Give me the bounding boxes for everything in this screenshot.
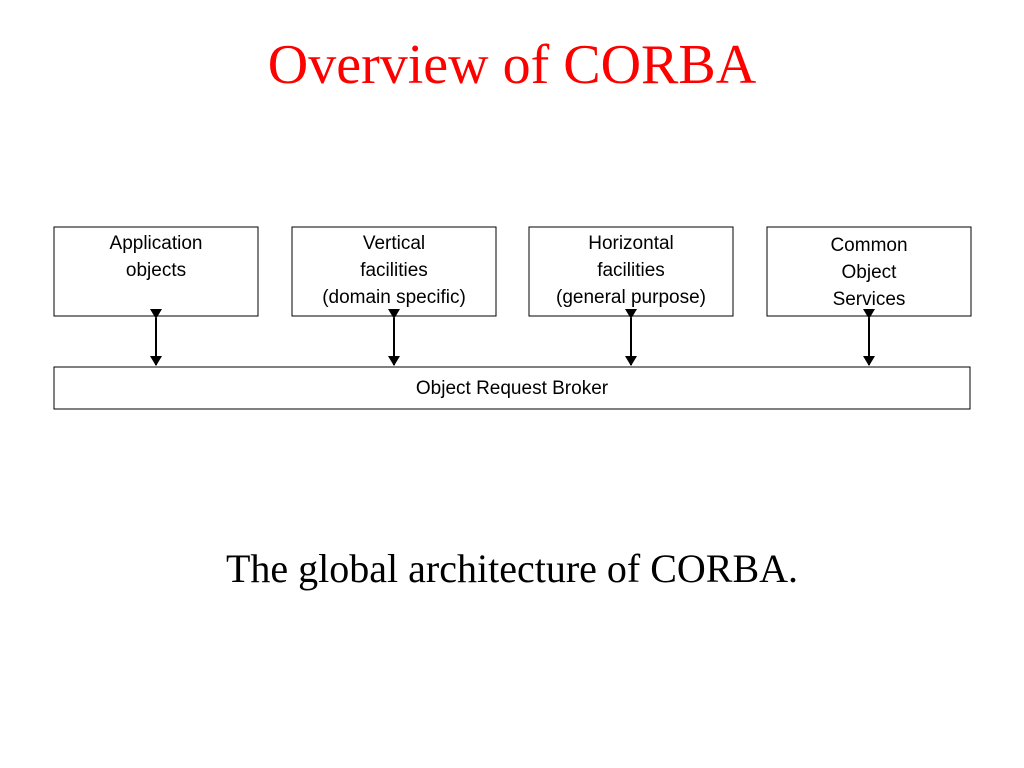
component-application-objects: Application objects xyxy=(53,226,259,317)
component-label-line: objects xyxy=(126,260,186,281)
component-label-line: (domain specific) xyxy=(322,287,466,308)
component-label-line: Common xyxy=(830,235,907,256)
component-vertical-facilities: Vertical facilities (domain specific) xyxy=(291,226,497,317)
broker-box xyxy=(53,366,971,410)
component-horizontal-facilities: Horizontal facilities (general purpose) xyxy=(528,226,734,317)
component-box xyxy=(528,226,734,317)
component-label-line: Application xyxy=(110,233,203,254)
component-box xyxy=(291,226,497,317)
object-request-broker: Object Request Broker xyxy=(53,366,971,410)
caption: The global architecture of CORBA. xyxy=(225,546,799,591)
component-box xyxy=(766,226,972,317)
component-box xyxy=(53,226,259,317)
slide-title: Overview of CORBA xyxy=(267,34,757,96)
component-label-line: Object xyxy=(842,262,898,283)
component-label-line: facilities xyxy=(360,260,428,281)
component-label-line: Services xyxy=(833,289,906,310)
broker-label: Object Request Broker xyxy=(416,378,609,399)
component-label-line: Vertical xyxy=(363,233,425,254)
component-label-line: Horizontal xyxy=(588,233,674,254)
component-label-line: facilities xyxy=(597,260,665,281)
component-label-line: (general purpose) xyxy=(556,287,706,308)
